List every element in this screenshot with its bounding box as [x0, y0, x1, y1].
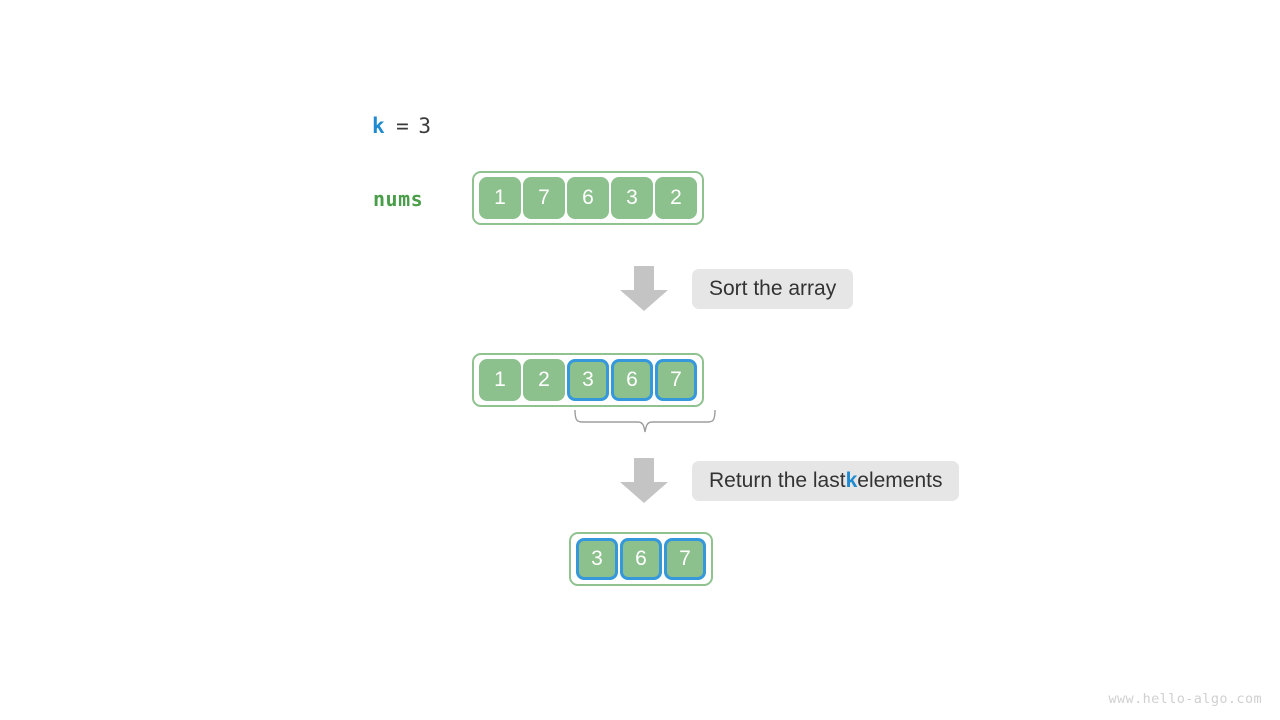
- step-label-return-prefix: Return the last: [709, 469, 846, 492]
- array-cell-highlighted: 3: [567, 359, 609, 401]
- array-cell-highlighted: 7: [664, 538, 706, 580]
- variable-declaration: k = 3: [372, 114, 431, 138]
- result-array: 3 6 7: [569, 532, 713, 586]
- array-cell: 2: [655, 177, 697, 219]
- variable-name-k: k: [372, 114, 386, 138]
- down-arrow-icon: [620, 266, 668, 311]
- array-label-nums: nums: [373, 187, 424, 211]
- variable-value-k: 3: [418, 114, 432, 138]
- step-label-sort-text: Sort the array: [709, 277, 837, 300]
- step-label-sort: Sort the array: [692, 269, 854, 309]
- array-cell: 1: [479, 177, 521, 219]
- step-label-return-suffix: elements: [857, 469, 943, 492]
- array-cell-highlighted: 3: [576, 538, 618, 580]
- equals-sign: =: [396, 114, 410, 138]
- watermark: www.hello-algo.com: [1108, 691, 1262, 707]
- array-cell: 1: [479, 359, 521, 401]
- array-cell: 3: [611, 177, 653, 219]
- step-label-return: Return the last k elements: [692, 461, 960, 501]
- array-cell-highlighted: 7: [655, 359, 697, 401]
- array-cell: 6: [567, 177, 609, 219]
- array-cell-highlighted: 6: [611, 359, 653, 401]
- sorted-array: 1 2 3 6 7: [472, 353, 704, 407]
- down-arrow-icon: [620, 458, 668, 503]
- array-cell-highlighted: 6: [620, 538, 662, 580]
- last-k-brace: [574, 409, 716, 433]
- input-array: 1 7 6 3 2: [472, 171, 704, 225]
- step-label-return-variable: k: [845, 469, 858, 492]
- array-cell: 7: [523, 177, 565, 219]
- array-cell: 2: [523, 359, 565, 401]
